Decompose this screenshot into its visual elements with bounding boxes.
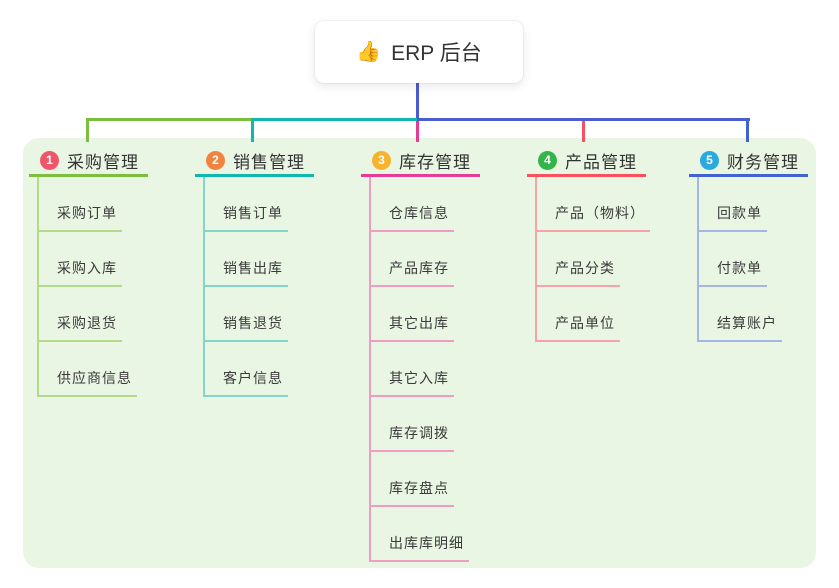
child-node-label: 采购订单 bbox=[57, 205, 117, 221]
child-node-label: 仓库信息 bbox=[389, 205, 449, 221]
child-node-label: 采购入库 bbox=[57, 260, 117, 276]
child-node[interactable]: 库存盘点 bbox=[369, 452, 454, 507]
child-node-label: 销售出库 bbox=[223, 260, 283, 276]
branch-number-badge: 1 bbox=[40, 150, 59, 170]
child-node-label: 库存调拨 bbox=[389, 425, 449, 441]
root-node[interactable]: 👍 ERP 后台 bbox=[315, 21, 523, 83]
bus-segment-blue bbox=[417, 118, 750, 121]
child-node-label: 销售退货 bbox=[223, 315, 283, 331]
branch-label: 财务管理 bbox=[727, 152, 799, 172]
child-node-label: 产品分类 bbox=[555, 260, 615, 276]
child-node[interactable]: 仓库信息 bbox=[369, 177, 454, 232]
branch-header-2[interactable]: 2 销售管理 bbox=[195, 146, 314, 177]
child-node[interactable]: 采购入库 bbox=[37, 232, 122, 287]
child-node-label: 产品库存 bbox=[389, 260, 449, 276]
root-label: ERP 后台 bbox=[391, 42, 482, 65]
branches-panel bbox=[23, 138, 816, 568]
child-node-label: 库存盘点 bbox=[389, 480, 449, 496]
child-node[interactable]: 销售退货 bbox=[203, 287, 288, 342]
branch-label: 产品管理 bbox=[565, 152, 637, 172]
child-node-label: 其它出库 bbox=[389, 315, 449, 331]
child-node[interactable]: 回款单 bbox=[697, 177, 767, 232]
child-node[interactable]: 产品单位 bbox=[535, 287, 620, 342]
bus-segment-green bbox=[87, 118, 253, 121]
branch-header-1[interactable]: 1 采购管理 bbox=[29, 146, 148, 177]
child-node-label: 销售订单 bbox=[223, 205, 283, 221]
branch-header-3[interactable]: 3 库存管理 bbox=[361, 146, 480, 177]
child-node[interactable]: 出库库明细 bbox=[369, 507, 469, 562]
child-node[interactable]: 销售出库 bbox=[203, 232, 288, 287]
child-node[interactable]: 付款单 bbox=[697, 232, 767, 287]
branch-label: 库存管理 bbox=[399, 152, 471, 172]
child-node-label: 结算账户 bbox=[717, 315, 777, 331]
child-node[interactable]: 客户信息 bbox=[203, 342, 288, 397]
branch-label: 销售管理 bbox=[233, 152, 305, 172]
branch-header-5[interactable]: 5 财务管理 bbox=[689, 146, 808, 177]
branch-drop-2 bbox=[251, 118, 254, 142]
child-node[interactable]: 销售订单 bbox=[203, 177, 288, 232]
branch-drop-4 bbox=[582, 121, 585, 142]
branch-children-connector bbox=[37, 177, 39, 397]
branch-header-4[interactable]: 4 产品管理 bbox=[527, 146, 646, 177]
child-node[interactable]: 其它入库 bbox=[369, 342, 454, 397]
branch-children-connector bbox=[697, 177, 699, 342]
branch-number-badge: 5 bbox=[700, 150, 719, 170]
child-node[interactable]: 产品（物料） bbox=[535, 177, 650, 232]
branch-drop-1 bbox=[86, 118, 89, 142]
child-node-label: 供应商信息 bbox=[57, 370, 132, 386]
child-node[interactable]: 其它出库 bbox=[369, 287, 454, 342]
bus-segment-teal bbox=[252, 118, 418, 121]
branch-children-connector bbox=[535, 177, 537, 342]
branch-number-badge: 3 bbox=[372, 150, 391, 170]
thumbs-up-icon: 👍 bbox=[356, 41, 382, 63]
branch-children-connector bbox=[369, 177, 371, 562]
child-node[interactable]: 库存调拨 bbox=[369, 397, 454, 452]
child-node-label: 付款单 bbox=[717, 260, 762, 276]
branch-number-badge: 4 bbox=[538, 150, 557, 170]
child-node-label: 采购退货 bbox=[57, 315, 117, 331]
child-node[interactable]: 产品库存 bbox=[369, 232, 454, 287]
child-node-label: 客户信息 bbox=[223, 370, 283, 386]
branch-children-connector bbox=[203, 177, 205, 397]
child-node[interactable]: 结算账户 bbox=[697, 287, 782, 342]
branch-number-badge: 2 bbox=[206, 150, 225, 170]
branch-label: 采购管理 bbox=[67, 152, 139, 172]
child-node[interactable]: 采购退货 bbox=[37, 287, 122, 342]
child-node-label: 其它入库 bbox=[389, 370, 449, 386]
branch-drop-5 bbox=[746, 118, 749, 142]
root-connector bbox=[416, 83, 419, 121]
child-node-label: 回款单 bbox=[717, 205, 762, 221]
child-node-label: 出库库明细 bbox=[389, 535, 464, 551]
child-node-label: 产品单位 bbox=[555, 315, 615, 331]
branch-drop-3 bbox=[416, 121, 419, 142]
child-node[interactable]: 产品分类 bbox=[535, 232, 620, 287]
child-node-label: 产品（物料） bbox=[555, 205, 645, 221]
child-node[interactable]: 采购订单 bbox=[37, 177, 122, 232]
child-node[interactable]: 供应商信息 bbox=[37, 342, 137, 397]
